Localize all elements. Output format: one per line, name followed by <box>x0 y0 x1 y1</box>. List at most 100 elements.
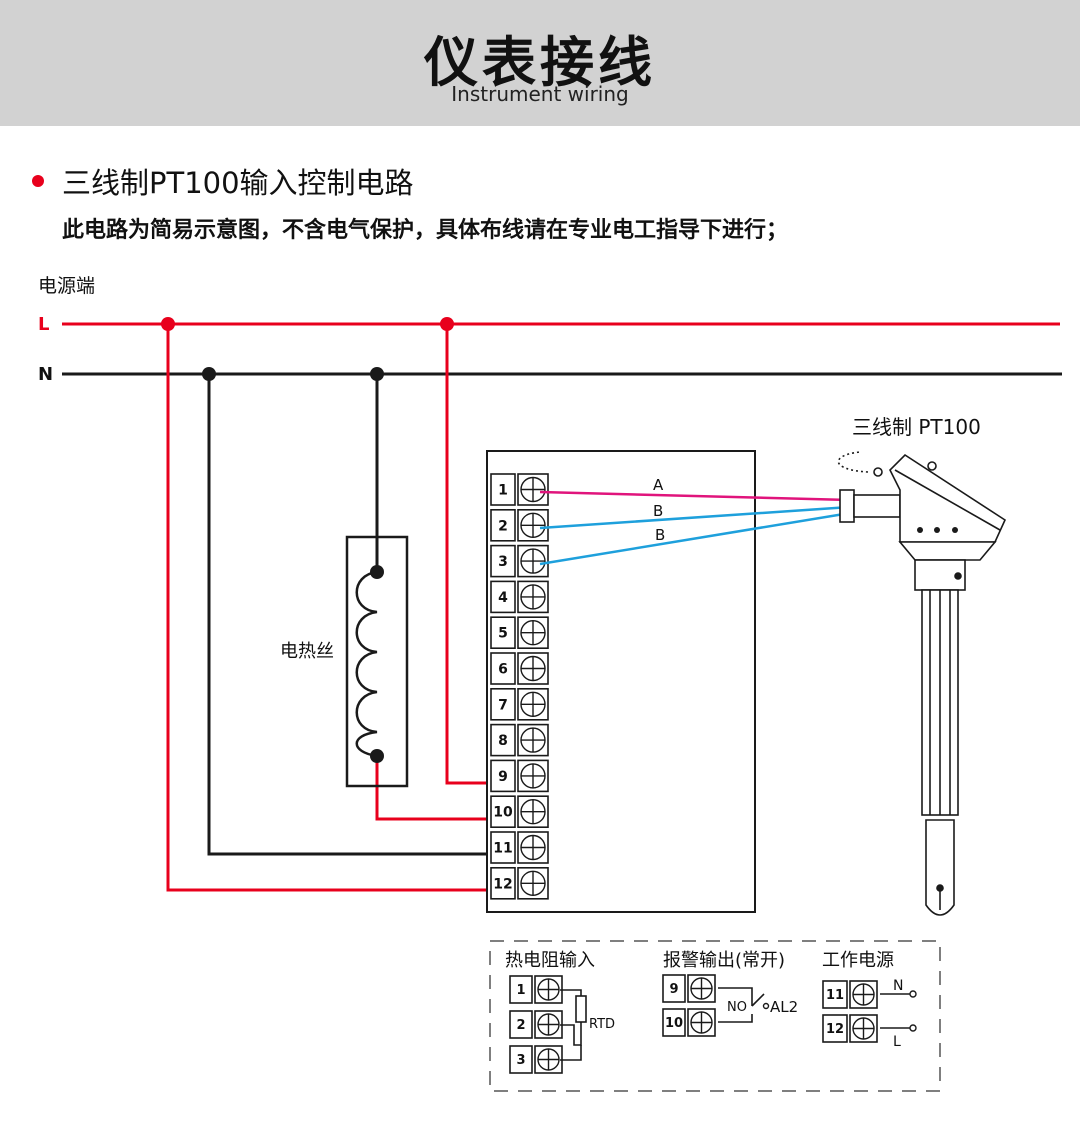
terminal: 5 <box>490 616 549 650</box>
terminal-number: 5 <box>498 626 508 642</box>
terminal: 1 <box>509 975 563 1004</box>
rtd-wire-1 <box>560 989 582 996</box>
terminal: 11 <box>822 980 878 1009</box>
terminal-number-box <box>490 723 516 757</box>
terminal-number: 12 <box>493 876 512 892</box>
sensor-terminal-2 <box>934 527 940 533</box>
terminal-number-box <box>490 866 516 900</box>
rtd-wire-3 <box>560 1045 582 1061</box>
pt100-sensor <box>837 451 1007 916</box>
section-title: 三线制PT100输入控制电路 <box>62 166 414 200</box>
terminal-number-box <box>509 1010 533 1039</box>
power-l-label: L <box>893 1034 901 1050</box>
wire-live-to-12 <box>166 324 520 892</box>
terminal-number-box <box>490 831 516 864</box>
terminal-number-box <box>509 1045 533 1074</box>
heater-box <box>345 535 409 788</box>
terminal-number: 10 <box>493 805 513 821</box>
wire-neutral-to-11 <box>207 374 520 856</box>
terminal-number: 11 <box>826 988 844 1003</box>
terminal-number-box <box>662 1008 686 1037</box>
terminal-number: 7 <box>498 697 508 713</box>
terminal: 9 <box>490 759 549 793</box>
terminal: 8 <box>490 723 549 757</box>
safety-note: 此电路为简易示意图，不含电气保护，具体布线请在专业电工指导下进行； <box>62 218 789 243</box>
heater-coil <box>355 570 378 758</box>
terminal-number: 1 <box>516 983 525 998</box>
terminal-number: 9 <box>498 769 508 785</box>
wire-heater-to-10 <box>375 756 520 821</box>
legend-alarm-terminals: 9 10 <box>662 974 716 1037</box>
terminal-number: 12 <box>826 1022 844 1037</box>
legend-frame <box>489 940 941 1092</box>
sensor-terminal-3 <box>952 527 958 533</box>
terminal-number: 10 <box>665 1016 683 1031</box>
terminal-number-box <box>490 616 516 650</box>
sensor-label: 三线制 PT100 <box>852 415 981 439</box>
power-terminal-n <box>909 990 917 998</box>
alarm-switch <box>751 993 765 1007</box>
bullet-dot <box>32 175 44 187</box>
legend-power-title: 工作电源 <box>822 950 894 971</box>
terminal-number: 11 <box>493 841 512 857</box>
alarm-no-label: NO <box>727 1000 747 1015</box>
terminal-number: 1 <box>498 483 508 499</box>
terminal: 6 <box>490 652 549 685</box>
alarm-wire-10 <box>718 1014 753 1023</box>
terminal: 3 <box>509 1045 563 1074</box>
rtd-device-label: RTD <box>589 1017 615 1032</box>
wire-label-b-1: B <box>653 502 663 520</box>
terminal-number-box <box>490 759 516 793</box>
terminal-number-box <box>822 1014 848 1043</box>
terminal: 7 <box>490 687 549 721</box>
legend-power-terminals: 11 12 <box>822 980 878 1043</box>
terminal-number-box <box>490 687 516 721</box>
terminal: 10 <box>662 1008 716 1037</box>
alarm-wire-9 <box>718 987 753 1006</box>
terminal-number-box <box>490 544 516 578</box>
rtd-resistor <box>575 995 587 1023</box>
heater-label: 电热丝 <box>280 641 334 662</box>
power-terminal-l <box>909 1024 917 1032</box>
wire-label-b-2: B <box>655 526 665 544</box>
terminal: 12 <box>490 866 549 900</box>
terminal: 2 <box>509 1010 563 1039</box>
terminal-number: 3 <box>498 554 508 570</box>
terminal-number-box <box>490 473 516 506</box>
power-source-label: 电源端 <box>38 275 95 297</box>
terminal-number: 2 <box>516 1018 525 1033</box>
terminal-number-box <box>662 974 686 1003</box>
line-l-label: L <box>38 314 49 335</box>
terminal: 11 <box>490 831 549 864</box>
terminal-number: 6 <box>498 662 508 678</box>
terminal: 2 <box>490 508 549 542</box>
terminal: 12 <box>822 1014 878 1043</box>
legend-rtd-terminals: 1 2 3 <box>509 975 563 1074</box>
rtd-wire-2 <box>560 1022 582 1046</box>
page-title: 仪表接线 <box>424 31 656 94</box>
terminal: 1 <box>490 473 549 506</box>
terminal: 9 <box>662 974 716 1003</box>
terminal: 4 <box>490 580 549 614</box>
heater-node-bottom <box>370 749 384 763</box>
terminal-number-box <box>490 508 516 542</box>
alarm-output-label: AL2 <box>770 998 798 1016</box>
terminal-number: 2 <box>498 518 508 534</box>
page-subtitle: Instrument wiring <box>451 82 629 106</box>
terminal-number: 9 <box>669 982 678 997</box>
legend-rtd-title: 热电阻输入 <box>505 950 595 971</box>
terminal: 3 <box>490 544 549 578</box>
terminal: 10 <box>490 795 549 829</box>
terminal-number: 4 <box>498 590 508 606</box>
terminal-number-box <box>490 652 516 685</box>
line-n-label: N <box>38 364 53 385</box>
terminal-number-box <box>509 975 533 1004</box>
terminal-number-box <box>822 980 848 1009</box>
heater-node-top <box>370 565 384 579</box>
terminal-number-box <box>490 580 516 614</box>
power-n-label: N <box>893 978 903 994</box>
sensor-terminal-1 <box>917 527 923 533</box>
terminal-number: 3 <box>516 1053 525 1068</box>
